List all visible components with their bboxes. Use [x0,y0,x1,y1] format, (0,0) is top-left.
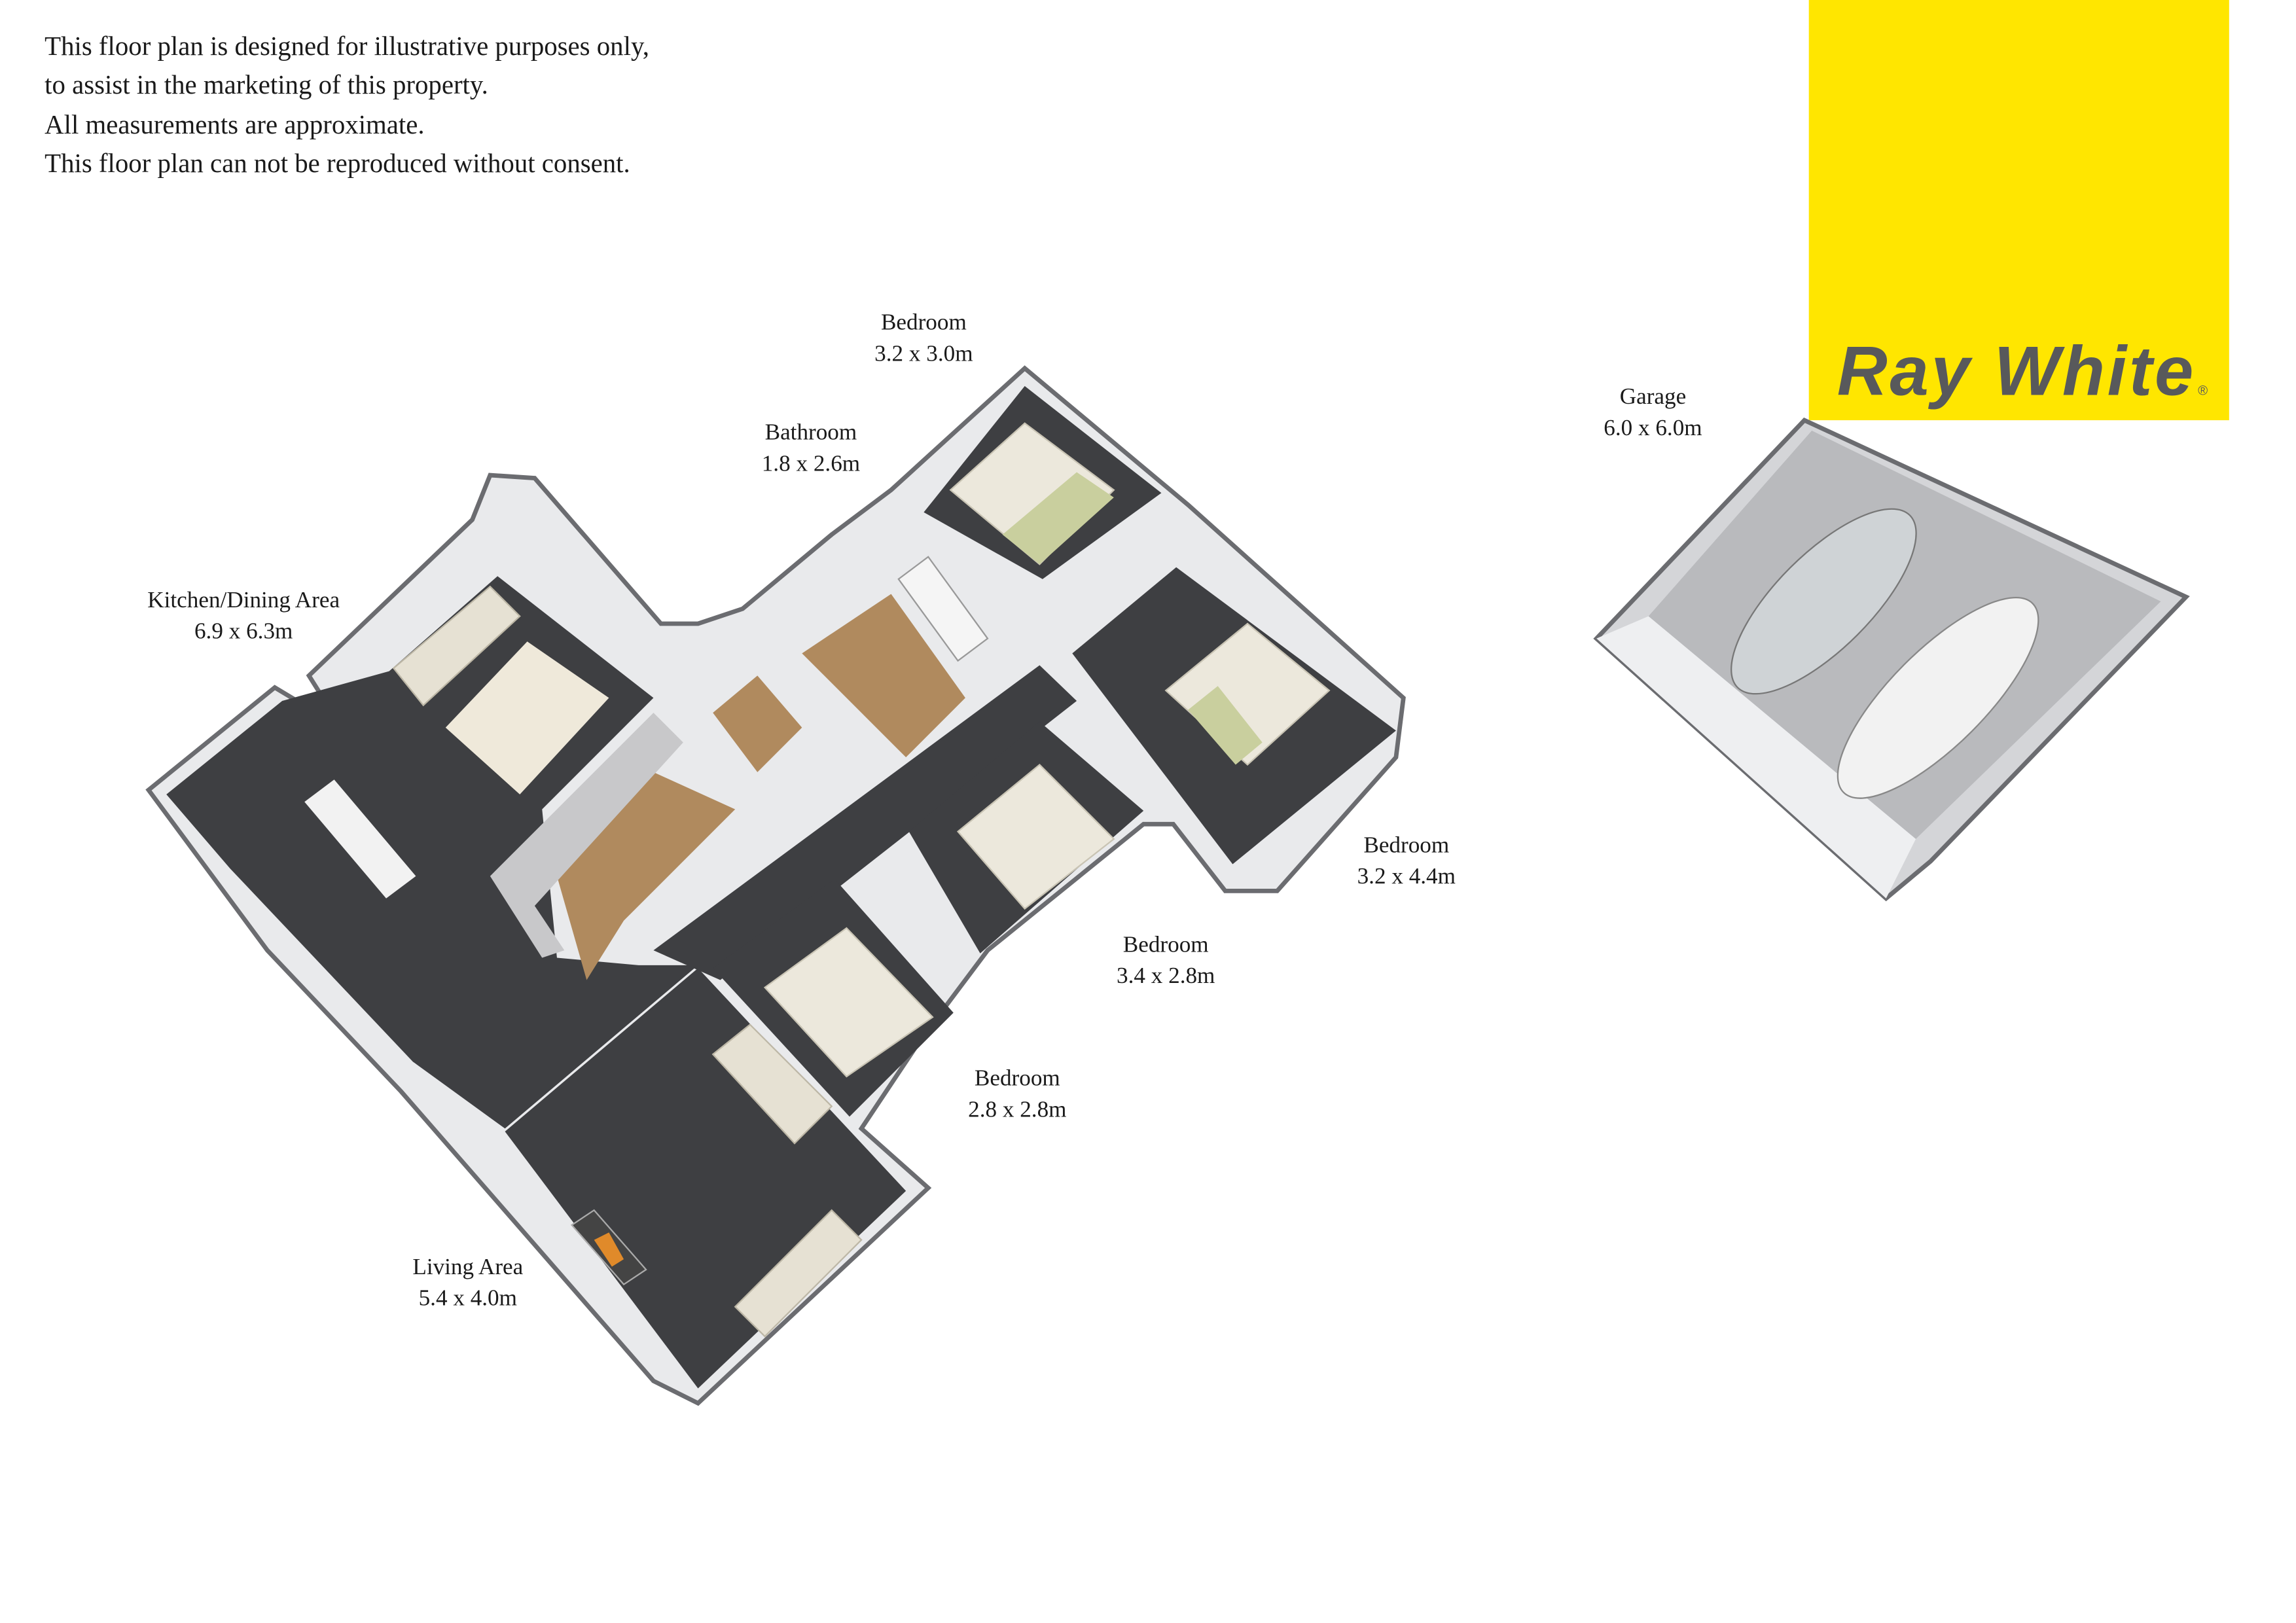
room-name: Kitchen/Dining Area [147,587,340,613]
room-labels: Bedroom 3.2 x 3.0m Bathroom 1.8 x 2.6m K… [147,310,1702,1311]
room-name: Bedroom [975,1065,1060,1091]
disclaimer-line: All measurements are approximate. [45,110,424,139]
car [1731,508,1917,695]
garage-floor [1648,431,2161,839]
room-name: Living Area [412,1254,523,1279]
bed [956,763,1115,910]
bathtub [897,556,989,662]
room-name: Garage [1620,383,1686,409]
hallway-floor [653,665,1077,980]
room-size: 3.2 x 3.0m [874,340,973,366]
bed-cover [1002,472,1114,565]
garage-plan [1593,418,2190,902]
bed-cover [1188,686,1263,765]
ray-white-logo: Ray White ® [1808,0,2229,421]
sofa [711,1024,833,1145]
room-size: 6.0 x 6.0m [1604,415,1702,440]
room-size: 3.4 x 2.8m [1117,963,1215,988]
room-size: 2.8 x 2.8m [968,1096,1066,1122]
car [1837,597,2039,799]
dining-table [304,779,416,899]
bed [763,927,934,1078]
logo-registered: ® [2198,384,2208,399]
room-size: 5.4 x 4.0m [419,1285,517,1310]
logo-background [1808,0,2229,421]
house-floor-plan [145,365,1406,1406]
kitchen-bench [490,713,683,958]
bathroom-wood-floor [802,594,965,758]
disclaimer: This floor plan is designed for illustra… [45,31,649,178]
room-name: Bedroom [1123,931,1209,957]
room-size: 6.9 x 6.3m [194,618,293,644]
fireplace-fire [594,1232,624,1267]
room-size: 1.8 x 2.6m [762,450,860,476]
rug [445,641,609,794]
disclaimer-line: to assist in the marketing of this prope… [45,70,488,99]
sofa [392,585,521,707]
garage-door [1596,616,1916,899]
room-name: Bedroom [881,310,967,335]
room-size: 3.2 x 4.4m [1357,863,1456,889]
kitchen-wood-floor [556,772,736,980]
logo-text: Ray White [1837,332,2194,410]
sofa [734,1209,863,1338]
disclaimer-line: This floor plan is designed for illustra… [45,31,649,61]
room-name: Bathroom [765,419,857,445]
laundry-wood-floor [713,675,802,772]
room-name: Bedroom [1363,832,1449,857]
disclaimer-line: This floor plan can not be reproduced wi… [45,149,630,178]
